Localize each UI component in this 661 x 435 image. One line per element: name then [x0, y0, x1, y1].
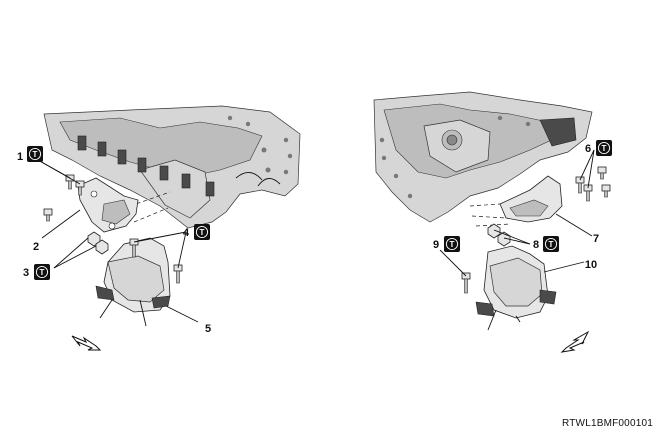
right-leader-lines	[439, 149, 595, 277]
right-engine-block	[373, 91, 593, 223]
svg-text:6: 6	[585, 143, 591, 155]
left-bolts-upper	[43, 174, 85, 222]
right-engine-mount	[475, 245, 557, 331]
callout-4: 4	[183, 227, 190, 239]
left-leader-lines	[37, 159, 199, 323]
svg-text:10: 10	[585, 259, 597, 271]
left-nuts	[87, 231, 109, 255]
svg-text:T: T	[33, 150, 38, 159]
torque-badge-3: T	[34, 264, 50, 280]
svg-text:2: 2	[33, 241, 39, 253]
svg-text:T: T	[200, 228, 205, 237]
torque-badge-9: T	[444, 236, 460, 252]
callout-9: 9	[433, 239, 439, 251]
right-engine-bracket	[499, 175, 563, 223]
left-engine-bracket	[77, 177, 139, 233]
svg-text:7: 7	[593, 233, 599, 245]
callout-10: 10	[585, 259, 597, 271]
callout-2: 2	[33, 241, 39, 253]
callout-8: 8	[533, 239, 539, 251]
callout-6: 6	[585, 143, 591, 155]
svg-text:4: 4	[183, 227, 190, 239]
left-front-arrow-icon	[71, 335, 102, 351]
svg-text:1: 1	[17, 151, 23, 163]
torque-badge-8: T	[543, 236, 559, 252]
svg-text:9: 9	[433, 239, 439, 251]
svg-text:T: T	[549, 240, 554, 249]
callout-3: 3	[23, 267, 29, 279]
svg-text:8: 8	[533, 239, 539, 251]
callout-7: 7	[593, 233, 599, 245]
callout-5: 5	[205, 323, 211, 335]
svg-text:5: 5	[205, 323, 211, 335]
left-engine-block	[43, 105, 301, 229]
callout-1: 1	[17, 151, 23, 163]
torque-badge-4: T	[194, 224, 210, 240]
svg-text:T: T	[450, 240, 455, 249]
right-bolts-upper	[575, 166, 611, 202]
figure-code: RTWL1BMF000101	[562, 418, 653, 429]
svg-text:T: T	[602, 144, 607, 153]
svg-text:3: 3	[23, 267, 29, 279]
torque-badge-1: T	[27, 146, 43, 162]
torque-badge-6: T	[596, 140, 612, 156]
left-engine-mount	[95, 237, 171, 327]
right-front-arrow-icon	[560, 330, 590, 353]
svg-text:T: T	[40, 268, 45, 277]
